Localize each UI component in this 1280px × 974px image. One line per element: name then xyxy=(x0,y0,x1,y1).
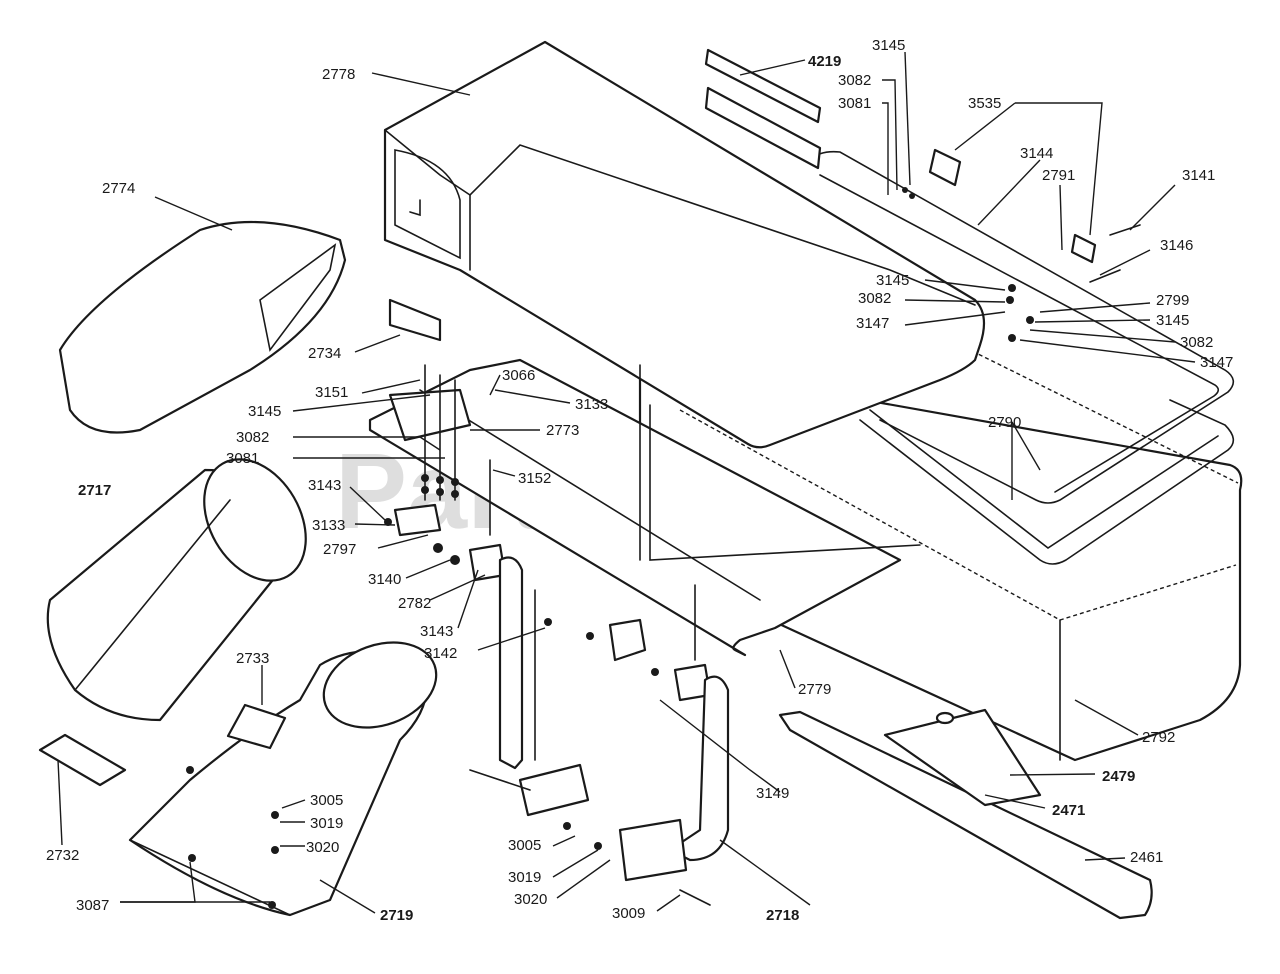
label-3535: 3535 xyxy=(968,95,1001,112)
grass-catcher-bag xyxy=(638,344,1243,762)
label-3152: 3152 xyxy=(518,470,551,487)
decal-2732 xyxy=(38,733,127,787)
decal-4219 xyxy=(704,48,822,170)
chute-elbow xyxy=(128,641,438,917)
label-3142: 3142 xyxy=(424,645,457,662)
label-3082-left: 3082 xyxy=(236,429,269,446)
leader-lines xyxy=(57,51,1196,914)
label-3147-mid: 3147 xyxy=(856,315,889,332)
hood xyxy=(383,40,986,449)
support-frame xyxy=(498,556,730,882)
label-2718: 2718 xyxy=(766,907,799,924)
label-2773: 2773 xyxy=(546,422,579,439)
mounting-bracket-2773 xyxy=(388,148,1097,702)
label-2799: 2799 xyxy=(1156,292,1189,309)
chute-tube xyxy=(46,458,307,722)
chute-base-panel xyxy=(368,358,921,657)
label-3081-top: 3081 xyxy=(838,95,871,112)
label-3145-mid: 3145 xyxy=(876,272,909,289)
label-2778: 2778 xyxy=(322,66,355,83)
decal-2734 xyxy=(388,298,442,342)
bag-frame xyxy=(809,150,1235,565)
label-2791: 2791 xyxy=(1042,167,1075,184)
label-3082-right: 3082 xyxy=(1180,334,1213,351)
label-2797: 2797 xyxy=(323,541,356,558)
label-3151: 3151 xyxy=(315,384,348,401)
label-3141: 3141 xyxy=(1182,167,1215,184)
label-3143-left: 3143 xyxy=(308,477,341,494)
label-3005-left: 3005 xyxy=(310,792,343,809)
label-2471: 2471 xyxy=(1052,802,1085,819)
label-3145-left: 3145 xyxy=(248,403,281,420)
label-3019-right: 3019 xyxy=(508,869,541,886)
hardware-bolts xyxy=(186,187,1141,909)
label-3133-top: 3133 xyxy=(575,396,608,413)
label-3149: 3149 xyxy=(756,785,789,802)
part-number-labels: 2778 4219 3145 3082 3081 3535 3144 2791 … xyxy=(46,37,1233,924)
label-2732: 2732 xyxy=(46,847,79,864)
label-3145-right: 3145 xyxy=(1156,312,1189,329)
blade-assembly xyxy=(778,708,1153,920)
label-2734: 2734 xyxy=(308,345,341,362)
label-3140: 3140 xyxy=(368,571,401,588)
label-3143-bottom: 3143 xyxy=(420,623,453,640)
label-3146: 3146 xyxy=(1160,237,1193,254)
label-3066: 3066 xyxy=(502,367,535,384)
label-3147-right: 3147 xyxy=(1200,354,1233,371)
label-3019-left: 3019 xyxy=(310,815,343,832)
label-2479: 2479 xyxy=(1102,768,1135,785)
label-3020-right: 3020 xyxy=(514,891,547,908)
label-3020-left: 3020 xyxy=(306,839,339,856)
label-2461: 2461 xyxy=(1130,849,1163,866)
bag-cover xyxy=(58,220,347,434)
label-3081-left: 3081 xyxy=(226,450,259,467)
label-3144: 3144 xyxy=(1020,145,1053,162)
label-3082-top: 3082 xyxy=(838,72,871,89)
label-3087: 3087 xyxy=(76,897,109,914)
label-3009: 3009 xyxy=(612,905,645,922)
label-3082-mid: 3082 xyxy=(858,290,891,307)
label-2733: 2733 xyxy=(236,650,269,667)
label-3145-top: 3145 xyxy=(872,37,905,54)
label-2779: 2779 xyxy=(798,681,831,698)
label-2719: 2719 xyxy=(380,907,413,924)
label-2792: 2792 xyxy=(1142,729,1175,746)
label-4219: 4219 xyxy=(808,53,841,70)
label-3005-right: 3005 xyxy=(508,837,541,854)
label-2790: 2790 xyxy=(988,414,1021,431)
label-2774: 2774 xyxy=(102,180,135,197)
label-2717: 2717 xyxy=(78,482,111,499)
label-2782: 2782 xyxy=(398,595,431,612)
label-3133-left: 3133 xyxy=(312,517,345,534)
